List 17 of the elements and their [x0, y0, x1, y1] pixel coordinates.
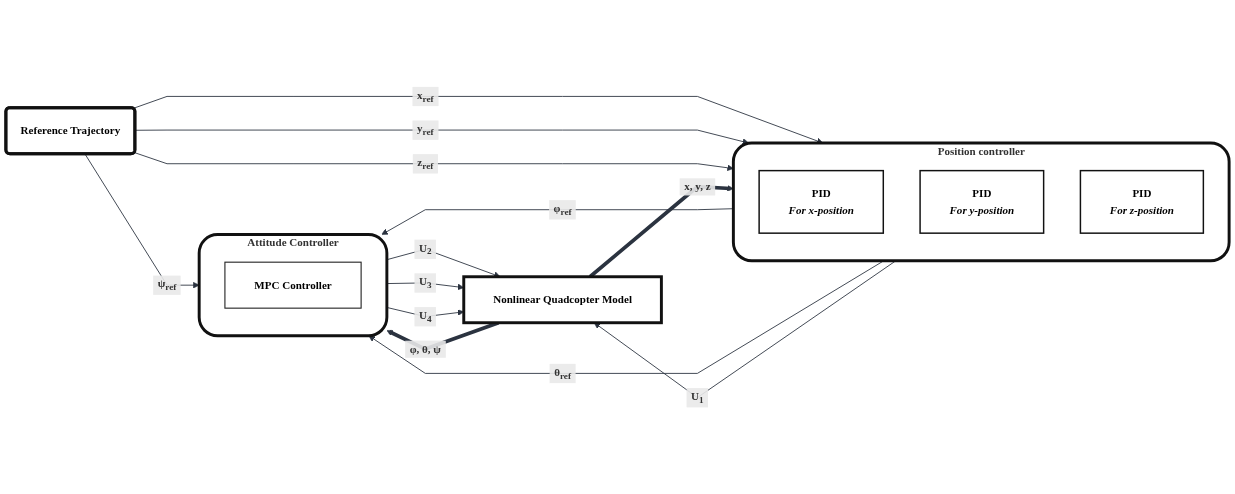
edge-label: x, y, z [684, 180, 711, 193]
edge-label: z$_{ref}$ [417, 156, 434, 172]
edge-label: x$_{ref}$ [417, 89, 434, 104]
edge-label: U$_{1}$ [691, 390, 704, 406]
edge-label: y$_{ref}$ [417, 122, 434, 138]
node-box: MPC Controller [224, 261, 362, 309]
node-box: PID For z-position [1079, 169, 1205, 234]
edge-label: U$_{4}$ [419, 309, 432, 325]
node-box: PID For y-position [919, 169, 1045, 234]
edge-label: U$_{2}$ [419, 241, 432, 257]
edge-label: φ, θ, ψ [409, 342, 441, 355]
edge-label: φ$_{ref}$ [553, 202, 572, 218]
node-box: Nonlinear Quadcopter Model [462, 275, 663, 325]
node-box: PID For x-position [758, 169, 885, 234]
edge-label: θ$_{ref}$ [554, 366, 571, 381]
edge-label: U$_{3}$ [419, 275, 432, 291]
edge-label: ψ$_{ref}$ [157, 277, 177, 293]
